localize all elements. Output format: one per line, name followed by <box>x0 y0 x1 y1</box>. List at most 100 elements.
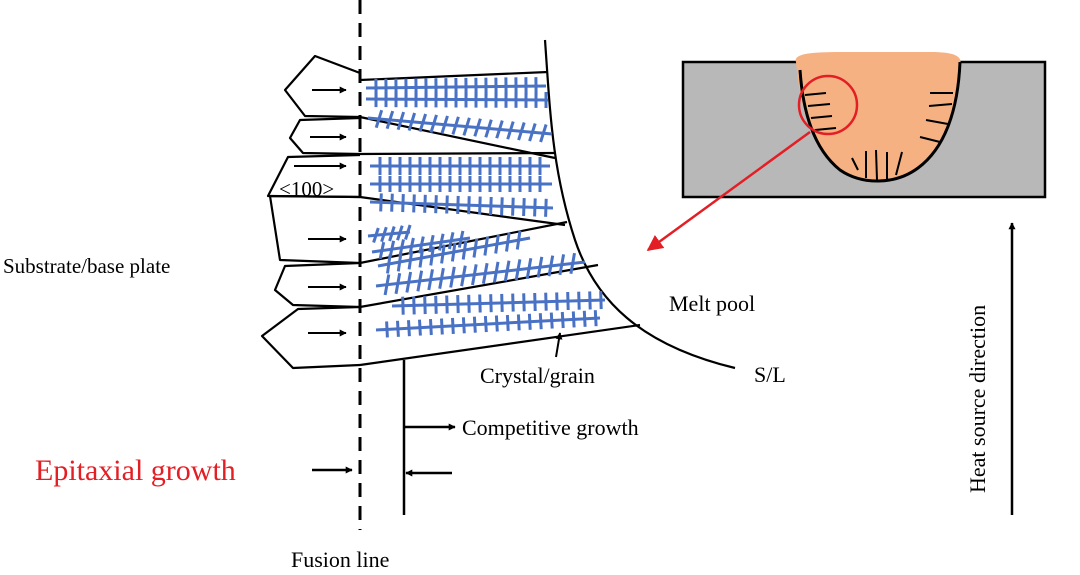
dendrite-arm <box>471 264 478 286</box>
dendrite-arm <box>390 193 394 212</box>
dendrite-arm <box>456 295 460 314</box>
grain-boundary-5 <box>359 263 599 309</box>
competitive-growth-label: Competitive growth <box>462 415 639 440</box>
dendrite-arm <box>457 230 465 248</box>
substrate-label: Substrate/base plate <box>3 254 170 278</box>
dendrite-arm <box>428 234 435 253</box>
dendrite-arm <box>511 293 515 312</box>
substrate-grain-5 <box>273 261 361 309</box>
dendrite-arm <box>525 257 533 279</box>
dendrite-arm <box>522 198 526 217</box>
orientation-label: <100> <box>279 177 334 201</box>
dendrite-arm <box>495 120 504 139</box>
dendrite-arm <box>484 119 493 138</box>
dendrite-arm <box>533 292 537 312</box>
dendrite-arm <box>401 194 405 213</box>
dendrite-arm <box>515 230 522 250</box>
dendrite-arm <box>440 318 444 335</box>
fusion-line-label: Fusion line <box>291 547 389 572</box>
dendrite-arm <box>544 198 548 217</box>
dendrite-arm <box>511 197 515 216</box>
dendrite-arm <box>588 291 592 310</box>
dendrite-arm <box>538 313 543 330</box>
dendrite-arm <box>536 256 544 278</box>
dendrite-arm <box>394 272 402 295</box>
dendrite-arm <box>456 195 460 214</box>
dendrite-arm <box>481 262 489 284</box>
substrate-grain-4 <box>268 194 361 265</box>
epitaxial-growth-label: Epitaxial growth <box>35 454 236 487</box>
dendrite-arm <box>445 195 449 214</box>
melt-pool-label: Melt pool <box>669 291 755 316</box>
substrate-grain-2 <box>288 116 361 156</box>
dendrite-arm <box>407 250 414 270</box>
dendrite-arm <box>599 291 603 310</box>
dendrite-arm <box>467 294 471 313</box>
dendrite-arm <box>527 313 532 330</box>
dendrite-arm <box>516 314 521 331</box>
dendrite-arm <box>429 114 438 133</box>
dendrite-arm <box>483 316 488 333</box>
grain-boundary-4 <box>359 220 568 265</box>
competitive-growth-marker <box>402 360 456 515</box>
dendrite-arm <box>460 265 467 287</box>
dendrite-arm <box>438 233 445 251</box>
dendrite-arm <box>418 113 428 133</box>
melt-pool-shape <box>795 52 961 180</box>
dendrite-arm <box>505 232 511 252</box>
dendrite-arm <box>445 295 449 314</box>
weld-cross-section <box>681 52 1047 199</box>
dendrite-arm <box>494 234 500 254</box>
dendrite-arm <box>547 255 555 277</box>
dendrite-arm <box>558 254 566 276</box>
substrate-grain-1 <box>283 54 361 119</box>
dendrite-arm <box>396 252 403 272</box>
dendrite-arm <box>388 226 396 242</box>
dendrite-arm <box>461 317 466 334</box>
dendrite-arm <box>514 259 522 281</box>
dendrite-arm <box>462 117 471 136</box>
dendrite-arm <box>549 312 554 329</box>
dendrite-arm <box>374 109 384 129</box>
dendrite-trunk <box>391 298 606 308</box>
dendrite-arm <box>577 291 581 310</box>
grain-boundary-top <box>359 70 549 82</box>
dendrite-arm <box>555 292 559 311</box>
dendrite-arm <box>489 196 493 216</box>
growth-arrows <box>294 86 347 337</box>
dendrite-arm <box>528 123 537 142</box>
dendrite-arm <box>434 295 438 314</box>
inset-grain-ticks <box>804 92 953 181</box>
crystal-grain-arrow <box>555 332 563 358</box>
grain-boundary-bottom <box>359 323 641 367</box>
dendrite-arm <box>451 317 455 334</box>
dendrite-arm <box>566 291 570 311</box>
dendrite-arm <box>494 315 499 332</box>
dendrite-arm <box>438 267 445 289</box>
dendrite-arm <box>405 271 413 293</box>
dendrite-arm <box>412 296 416 315</box>
dendrite-arm <box>478 196 482 215</box>
dendrite-arm <box>401 296 405 315</box>
dendrite-arm <box>473 118 482 137</box>
dendrite-arm <box>440 115 449 134</box>
substrate-grains <box>260 54 361 370</box>
substrate-grain-6 <box>260 305 361 370</box>
dendrite-arm <box>407 112 417 132</box>
dendrite-arm <box>539 124 548 143</box>
dendrite-arm <box>427 269 434 291</box>
dendrite-arm <box>418 236 425 254</box>
dendrite-arm <box>571 311 576 328</box>
dendrite-arm <box>396 320 400 337</box>
dendrite-arm <box>450 242 457 262</box>
dendrite-arm <box>385 321 389 338</box>
dendrite-arm <box>418 248 425 268</box>
solid-liquid-label: S/L <box>754 362 786 387</box>
dendrite-arm <box>478 294 482 313</box>
solid-liquid-interface <box>543 39 736 370</box>
dendrite-arm <box>522 293 526 312</box>
magnify-pointer-arrow <box>646 130 811 252</box>
dendrite-arm <box>383 274 391 296</box>
dendrite-arm <box>503 260 511 282</box>
dendrite-arm <box>385 110 395 130</box>
